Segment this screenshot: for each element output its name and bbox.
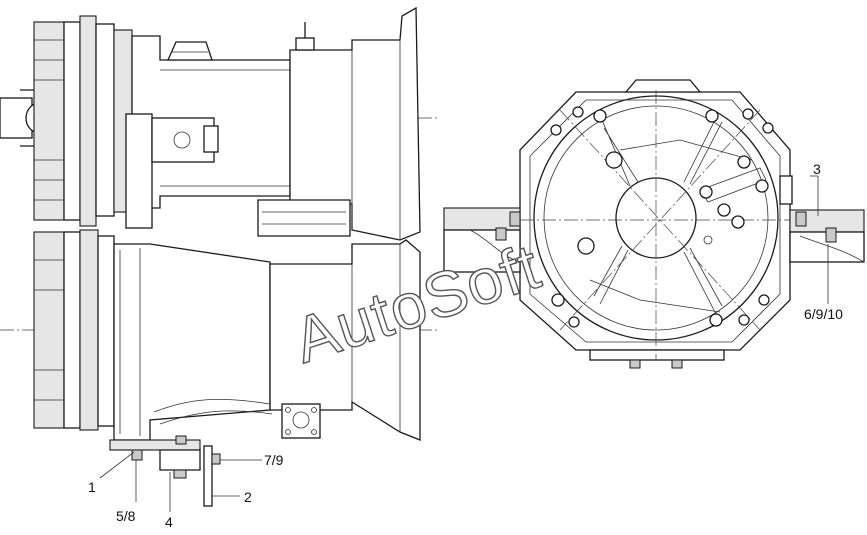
callout-4: 4 [165,514,173,530]
callout-3: 3 [813,161,821,177]
upper-assembly [0,6,421,241]
callout-5-8: 5/8 [116,508,136,524]
front-view [443,79,865,369]
side-view [0,6,440,507]
callout-1: 1 [88,479,96,495]
callout-2: 2 [244,489,252,505]
callout-6-9-10: 6/9/10 [804,306,843,322]
callout-7-9: 7/9 [264,452,284,468]
lower-assembly [33,229,421,507]
callout-leaders [99,175,829,512]
